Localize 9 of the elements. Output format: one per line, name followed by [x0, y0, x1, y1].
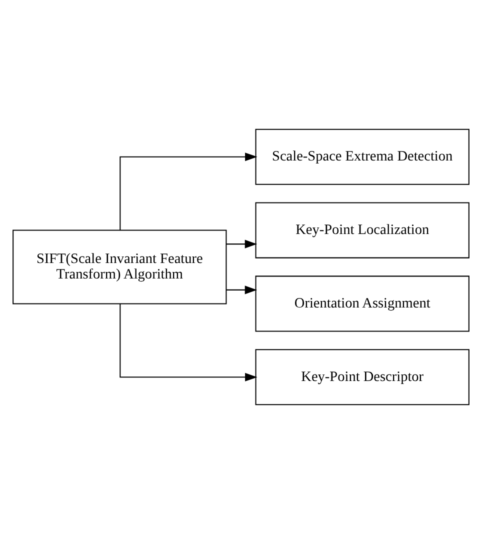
node-box: Key-Point Descriptor — [254, 348, 469, 405]
arrow — [226, 239, 257, 248]
node-box: SIFT(Scale Invariant Feature Transform) Algorithm — [12, 229, 226, 304]
arrow — [119, 152, 257, 230]
arrow — [119, 303, 257, 381]
arrow — [226, 285, 257, 294]
node-box: Key-Point Localization — [254, 202, 469, 258]
node-box: Scale-Space Extrema Detection — [254, 128, 469, 184]
node-box: Orientation Assignment — [254, 275, 469, 332]
